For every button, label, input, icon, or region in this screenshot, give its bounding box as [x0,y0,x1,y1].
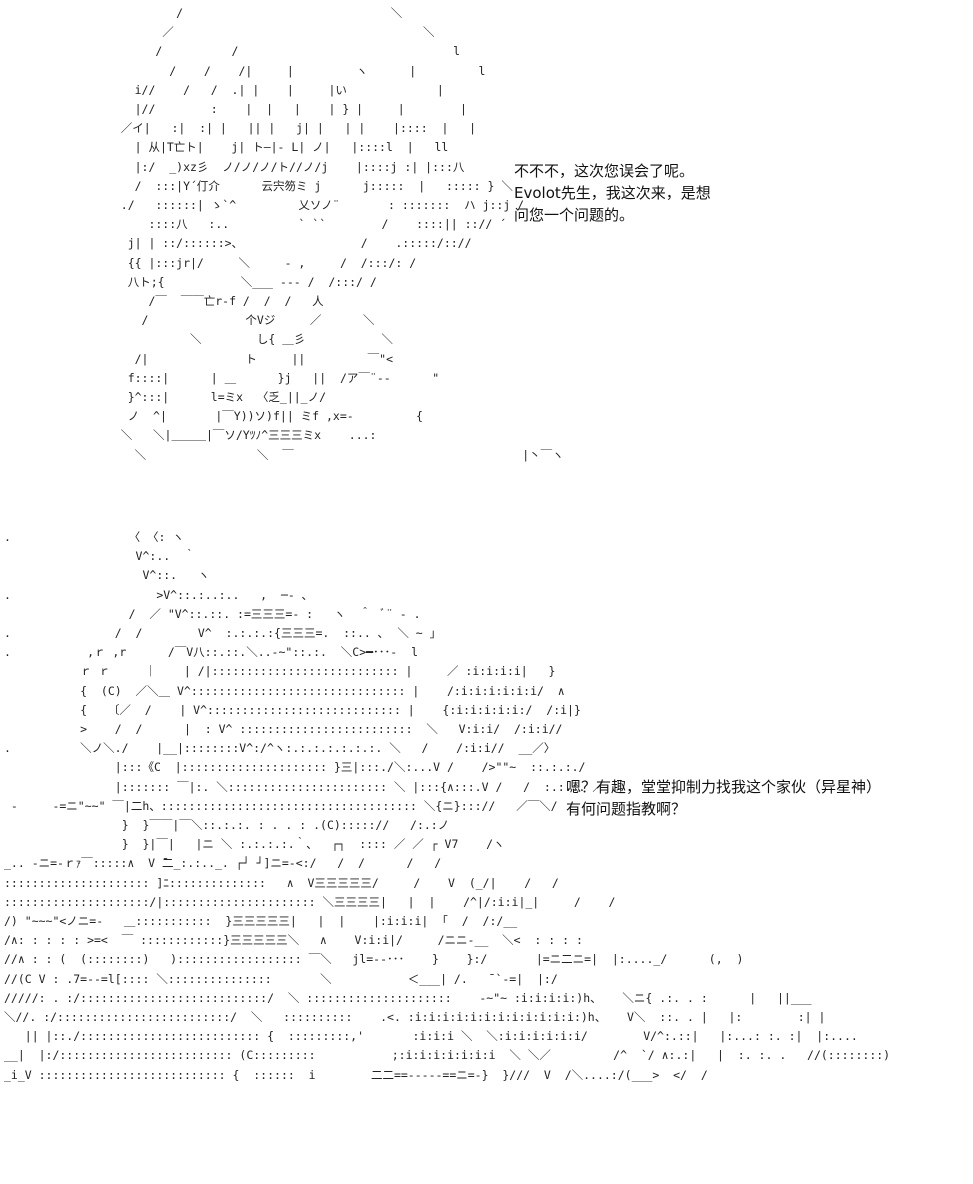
dialogue-line: 问您一个问题的。 [514,206,635,224]
dialogue-text-lower: 嗯？有趣，堂堂抑制力找我这个家伙（异星神） 有何问题指教啊？ [566,776,881,820]
dialogue-line: 不不不，这次您误会了呢。 [514,162,695,180]
dialogue-text-upper: 不不不，这次您误会了呢。 Evolot先生，我这次来，是想 问您一个问题的。 [514,160,711,226]
ascii-art-lower-figure: . 〈 〈: ヽ V^:.. ｀ V^::. ヽ . >V^::.:..:.. … [4,530,891,1082]
dialogue-line: Evolot先生，我这次来，是想 [514,184,711,202]
dialogue-line: 有何问题指教啊？ [566,800,687,818]
ascii-art-upper-figure: / ＼ ／ ＼ / / l / / /| | ヽ | l i// [120,6,564,462]
dialogue-line: 嗯？有趣，堂堂抑制力找我这个家伙（异星神） [566,778,882,796]
